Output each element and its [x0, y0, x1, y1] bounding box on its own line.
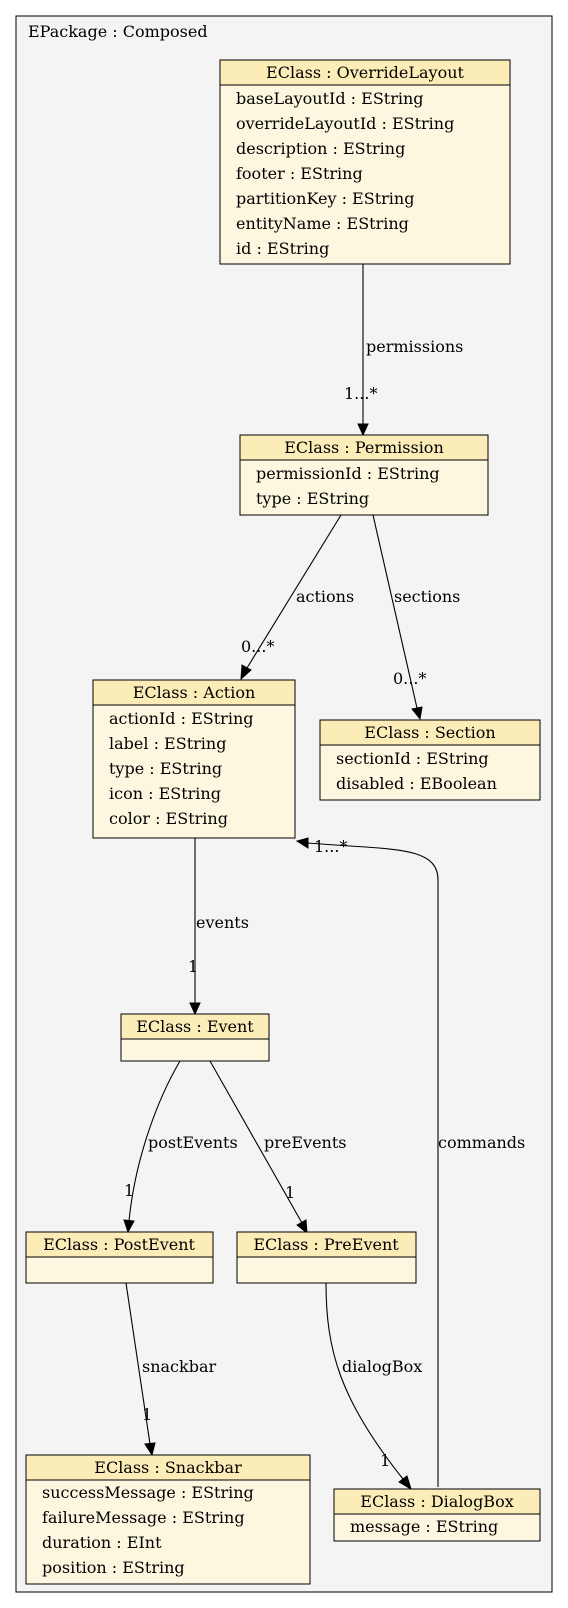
multiplicity-sections: 0...*: [393, 669, 426, 688]
attribute: permissionId : EString: [256, 464, 440, 483]
edge-label-actions: actions: [296, 587, 354, 606]
attribute: failureMessage : EString: [42, 1508, 245, 1527]
class-title-permission: EClass : Permission: [284, 438, 444, 457]
edge-dialog-box: dialogBox 1: [325, 1282, 422, 1491]
multiplicity-post-events: 1: [124, 1181, 134, 1200]
attribute: successMessage : EString: [42, 1483, 254, 1502]
attribute: icon : EString: [109, 784, 221, 803]
class-title-pre-event: EClass : PreEvent: [253, 1235, 399, 1254]
class-title-dialog-box: EClass : DialogBox: [360, 1492, 513, 1511]
class-dialog-box: EClass : DialogBox message : EString: [333, 1488, 541, 1542]
class-override-layout: EClass : OverrideLayout baseLayoutId : E…: [219, 59, 511, 265]
multiplicity-dialog-box: 1: [380, 1451, 390, 1470]
class-title-section: EClass : Section: [364, 723, 495, 742]
class-section: EClass : Section sectionId : EString dis…: [319, 719, 541, 801]
attribute: color : EString: [109, 809, 228, 828]
attribute: description : EString: [236, 139, 405, 158]
attribute: entityName : EString: [236, 214, 409, 233]
class-title-post-event: EClass : PostEvent: [43, 1235, 195, 1254]
edge-label-snackbar: snackbar: [142, 1357, 216, 1376]
multiplicity-actions: 0...*: [241, 637, 274, 656]
edge-permissions: permissions 1...*: [344, 264, 463, 437]
edge-events: events 1: [188, 838, 249, 1016]
edge-label-post-events: postEvents: [148, 1133, 238, 1152]
class-title-action: EClass : Action: [133, 683, 256, 702]
edge-label-permissions: permissions: [366, 337, 463, 356]
class-action: EClass : Action actionId : EString label…: [92, 679, 296, 839]
class-title-event: EClass : Event: [136, 1017, 254, 1036]
attribute: duration : EInt: [42, 1533, 162, 1552]
class-pre-event: EClass : PreEvent: [236, 1231, 417, 1284]
edge-label-pre-events: preEvents: [264, 1133, 347, 1152]
class-title-snackbar: EClass : Snackbar: [94, 1458, 242, 1477]
edge-pre-events: preEvents 1: [209, 1060, 347, 1235]
attribute: baseLayoutId : EString: [236, 89, 424, 108]
class-event: EClass : Event: [120, 1013, 270, 1062]
multiplicity-permissions: 1...*: [344, 384, 377, 403]
attribute: id : EString: [236, 239, 329, 258]
package-title: EPackage : Composed: [28, 22, 208, 41]
attribute: position : EString: [42, 1558, 185, 1577]
edge-post-events: postEvents 1: [123, 1060, 238, 1234]
edge-snackbar: snackbar 1: [125, 1282, 216, 1457]
attribute: label : EString: [109, 734, 226, 753]
attribute: message : EString: [350, 1517, 498, 1536]
edge-commands: commands 1...*: [295, 837, 525, 1487]
edge-actions: actions 0...*: [240, 514, 354, 681]
class-snackbar: EClass : Snackbar successMessage : EStri…: [25, 1454, 311, 1585]
edge-label-events: events: [196, 913, 249, 932]
attribute: sectionId : EString: [336, 749, 489, 768]
multiplicity-commands: 1...*: [314, 837, 347, 856]
attribute: type : EString: [109, 759, 222, 778]
multiplicity-snackbar: 1: [142, 1405, 152, 1424]
edge-label-sections: sections: [394, 587, 460, 606]
class-post-event: EClass : PostEvent: [25, 1231, 214, 1284]
attribute: footer : EString: [236, 164, 363, 183]
class-permission: EClass : Permission permissionId : EStri…: [239, 434, 489, 516]
edge-label-commands: commands: [438, 1133, 525, 1152]
edge-label-dialog-box: dialogBox: [342, 1357, 422, 1376]
multiplicity-pre-events: 1: [285, 1183, 295, 1202]
attribute: partitionKey : EString: [236, 189, 414, 208]
multiplicity-events: 1: [188, 957, 198, 976]
attribute: overrideLayoutId : EString: [236, 114, 454, 133]
attribute: actionId : EString: [109, 709, 254, 728]
attribute: type : EString: [256, 489, 369, 508]
attribute: disabled : EBoolean: [336, 774, 497, 793]
edge-sections: sections 0...*: [372, 514, 460, 721]
class-title-override-layout: EClass : OverrideLayout: [266, 63, 464, 82]
